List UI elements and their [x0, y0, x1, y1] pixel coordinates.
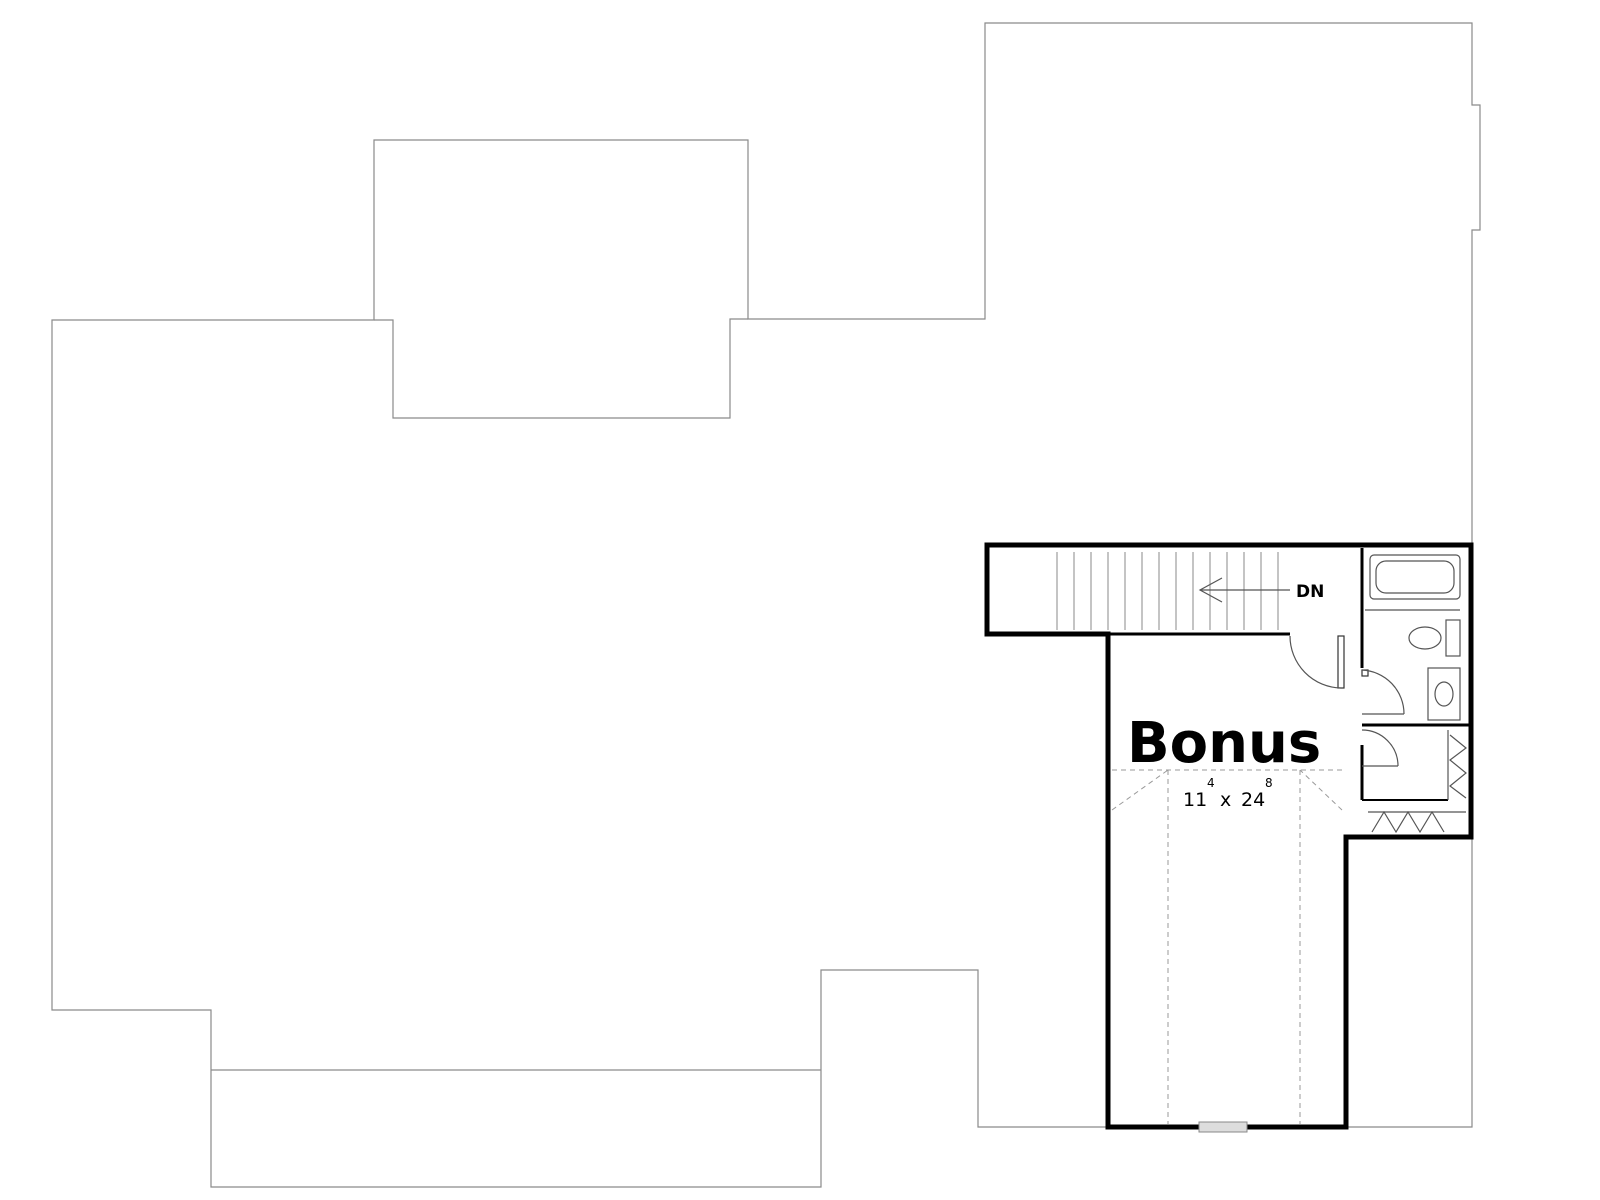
room-dimension-b-inches: 8 — [1265, 776, 1273, 790]
room-dimension-a-inches: 4 — [1207, 776, 1215, 790]
stair-direction-arrow-icon — [1198, 577, 1290, 603]
room-dimension-separator: x — [1220, 789, 1231, 811]
ceiling-slope-lines — [1111, 769, 1343, 1124]
room-name: Bonus — [1127, 711, 1321, 776]
closet-door — [1361, 729, 1399, 767]
stair-label: DN — [1296, 582, 1324, 602]
stair-door — [1289, 635, 1345, 689]
room-dimension-a: 11 — [1183, 789, 1207, 811]
roof-outline — [51, 22, 1481, 1188]
bathtub-icon — [1369, 554, 1461, 600]
bonus-room-walls — [984, 542, 1474, 1130]
bath-door — [1361, 669, 1405, 715]
room-dimension-b: 24 — [1241, 789, 1265, 811]
toilet-icon — [1408, 619, 1461, 657]
stairs — [1056, 552, 1279, 630]
closet-shelving — [1368, 730, 1467, 834]
roof-inner-step-top — [374, 318, 748, 419]
sink-icon — [1427, 667, 1461, 721]
window-opening — [1198, 1121, 1248, 1133]
